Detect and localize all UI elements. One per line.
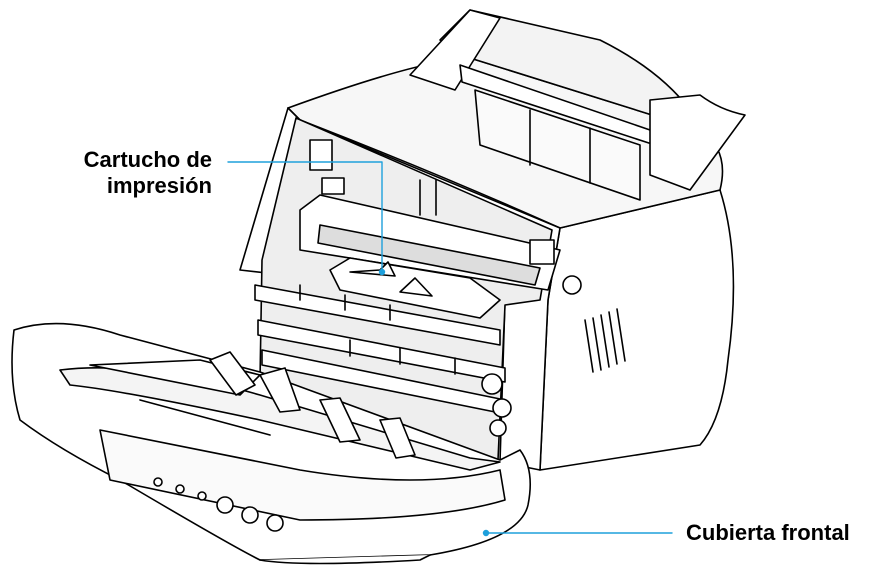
callout-label-cartridge-line2: impresión	[106, 173, 212, 198]
panel-button	[266, 514, 284, 532]
roller-gear	[492, 398, 512, 418]
front-cover	[11, 322, 531, 565]
callout-label-cartridge: Cartucho de impresión	[40, 147, 212, 199]
callout-label-cartridge-line1: Cartucho de	[83, 147, 212, 172]
output-tray	[409, 9, 746, 201]
callout-label-front-cover: Cubierta frontal	[686, 520, 850, 545]
callout-cover-leader	[482, 529, 673, 537]
indicator-led	[153, 477, 163, 487]
roller-gear	[489, 419, 507, 437]
indicator-led	[175, 484, 185, 494]
side-vents	[584, 308, 626, 373]
callout-cartridge-leader	[227, 161, 386, 276]
panel-button	[241, 506, 259, 524]
indicator-led	[197, 491, 207, 501]
roller-assembly	[254, 284, 512, 437]
side-knob	[562, 275, 582, 295]
roller-gear	[481, 373, 503, 395]
panel-button	[216, 496, 234, 514]
